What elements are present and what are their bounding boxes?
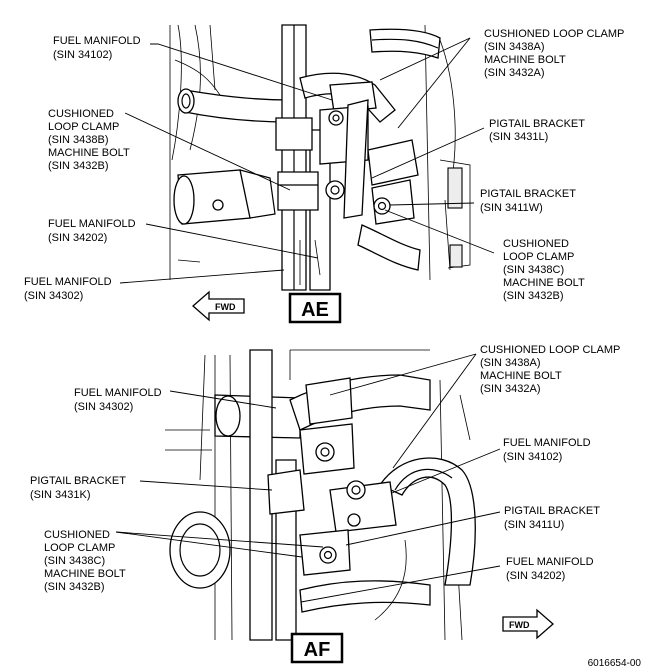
view-tag-ae: AE xyxy=(288,292,342,324)
callout-fuel-manifold-34102: FUEL MANIFOLD (SIN 34102) xyxy=(503,437,594,463)
callout-pigtail-bracket-3431l: PIGTAIL BRACKET (SIN 3431L) xyxy=(489,118,588,143)
fwd-arrow-view-ae: FWD xyxy=(192,290,245,322)
view-tag-af: AF xyxy=(290,632,344,664)
callouts-view-ae: FUEL MANIFOLD (SIN 34102) CUSHIONED LOOP… xyxy=(24,28,627,302)
callout-pigtail-bracket-3411w: PIGTAIL BRACKET (SIN 3411W) xyxy=(480,188,579,214)
callout-cushioned-loop-clamp-3438a: CUSHIONED LOOP CLAMP (SIN 3438A) MACHINE… xyxy=(484,28,627,79)
callouts-view-af: CUSHIONED LOOP CLAMP (SIN 3438A) MACHINE… xyxy=(30,344,623,593)
document-id: 6016654-00 xyxy=(588,658,642,669)
callout-fuel-manifold-34202: FUEL MANIFOLD (SIN 34202) xyxy=(48,218,139,244)
callout-fuel-manifold-34102: FUEL MANIFOLD (SIN 34102) xyxy=(53,35,144,61)
callout-cushioned-loop-clamp-3438c: CUSHIONED LOOP CLAMP (SIN 3438C) MACHINE… xyxy=(503,238,588,302)
callout-pigtail-bracket-3431k: PIGTAIL BRACKET (SIN 3431K) xyxy=(30,475,129,501)
callout-cushioned-loop-clamp-3438c: CUSHIONED LOOP CLAMP (SIN 3438C) MACHINE… xyxy=(44,529,129,593)
fwd-label: FWD xyxy=(509,620,530,630)
callout-cushioned-loop-clamp-3438b: CUSHIONED LOOP CLAMP (SIN 3438B) MACHINE… xyxy=(48,108,133,172)
view-tag-label: AE xyxy=(301,299,329,321)
view-tag-label: AF xyxy=(304,639,331,661)
callout-fuel-manifold-34302: FUEL MANIFOLD (SIN 34302) xyxy=(74,387,165,413)
callout-fuel-manifold-34202: FUEL MANIFOLD (SIN 34202) xyxy=(506,556,597,582)
view-ae-artwork xyxy=(169,24,471,291)
callout-fuel-manifold-34302: FUEL MANIFOLD (SIN 34302) xyxy=(24,276,115,302)
callout-cushioned-loop-clamp-3438a: CUSHIONED LOOP CLAMP (SIN 3438A) MACHINE… xyxy=(480,344,623,395)
view-af-artwork xyxy=(165,349,476,641)
callout-pigtail-bracket-3411u: PIGTAIL BRACKET (SIN 3411U) xyxy=(504,505,603,531)
fwd-label: FWD xyxy=(215,302,236,312)
leader-lines xyxy=(115,37,501,603)
fwd-arrow-view-af: FWD xyxy=(502,608,554,640)
